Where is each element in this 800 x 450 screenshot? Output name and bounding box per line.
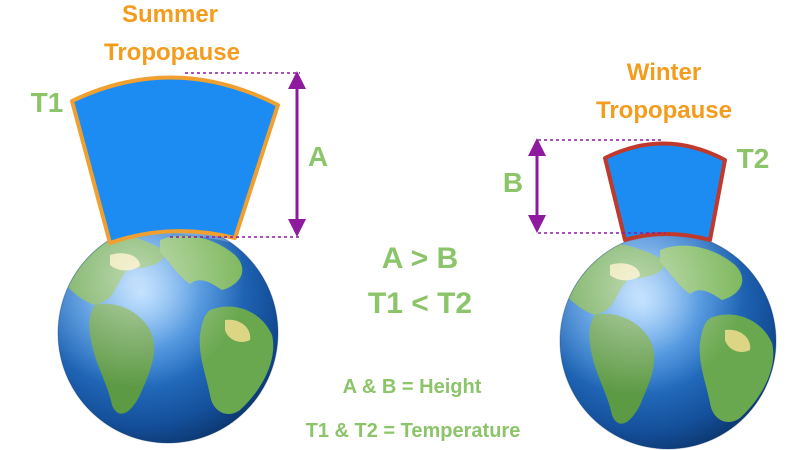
summer-atmosphere-column [70,75,280,245]
legend-height-key: A & B = Height [343,376,482,398]
height-label-a: A [308,141,328,172]
height-label-b: B [503,167,523,198]
temperature-comparison: T1 < T2 [368,287,472,320]
summer-title-line2: Tropopause [104,39,240,66]
height-comparison: A > B [382,242,458,275]
earth-globe-icon [57,222,279,444]
winter-atmosphere-column [603,141,727,242]
earth-globe-icon [559,232,777,450]
temperature-label-t1: T1 [31,87,64,118]
summer-group: Summer Tropopause T1 A [31,1,328,444]
winter-group: Winter Tropopause T2 B [503,59,777,450]
winter-title-line1: Winter [627,59,701,86]
temperature-label-t2: T2 [737,143,770,174]
legend-temperature-key: T1 & T2 = Temperature [306,420,521,442]
winter-title-line2: Tropopause [596,97,732,124]
summer-title-line1: Summer [122,1,218,28]
